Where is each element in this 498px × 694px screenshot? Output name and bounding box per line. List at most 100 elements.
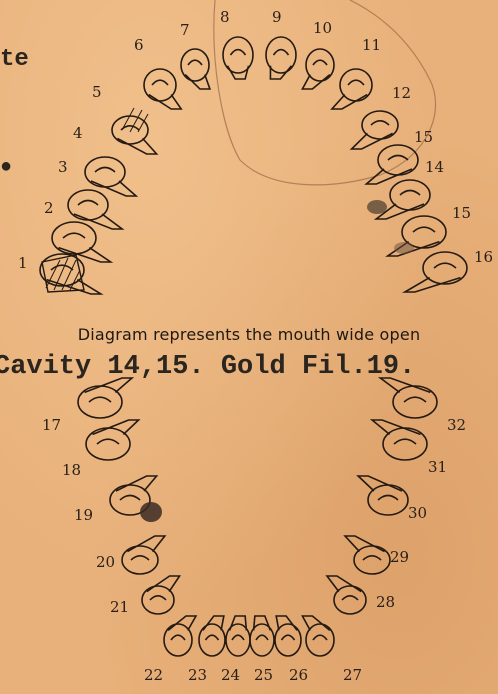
upper-tooth-14 <box>390 180 430 210</box>
upper-tooth-number-7: 7 <box>180 21 190 39</box>
lower-tooth-number-1: 17 <box>42 416 61 434</box>
lower-tooth-number-9: 25 <box>254 666 273 684</box>
upper-tooth-2 <box>52 222 96 254</box>
upper-tooth-side-7 <box>185 75 210 89</box>
lower-tooth-cusp-9 <box>256 635 268 640</box>
lower-tooth-side-4 <box>127 536 164 552</box>
lower-tooth-cusp-12 <box>342 596 358 600</box>
upper-tooth-number-6: 6 <box>134 36 144 54</box>
lower-tooth-16 <box>393 386 437 418</box>
upper-tooth-cusp-4 <box>95 168 115 173</box>
lower-tooth-cusp-15 <box>394 439 416 444</box>
upper-tooth-side-11 <box>332 95 367 109</box>
upper-tooth-6 <box>144 69 176 101</box>
upper-tooth-13 <box>378 145 418 175</box>
upper-tooth-number-13: 15 <box>414 128 433 146</box>
upper-tooth-side-4 <box>91 181 136 196</box>
upper-tooth-number-2: 2 <box>44 199 54 217</box>
lower-tooth-cusp-10 <box>282 635 295 640</box>
upper-tooth-number-4: 4 <box>73 124 83 142</box>
upper-tooth-cusp-11 <box>348 80 364 85</box>
lower-tooth-cusp-13 <box>363 556 381 560</box>
upper-tooth-cusp-3 <box>78 201 98 206</box>
upper-tooth-cusp-14 <box>400 191 420 196</box>
lower-tooth-number-10: 26 <box>289 666 308 684</box>
cavity-mark-15 <box>394 242 414 254</box>
upper-tooth-number-15: 15 <box>452 204 471 222</box>
upper-tooth-number-14: 14 <box>425 158 444 176</box>
lower-tooth-side-3 <box>116 476 157 491</box>
upper-tooth-cusp-1 <box>51 265 73 270</box>
lower-tooth-number-15: 31 <box>428 458 447 476</box>
lower-tooth-side-11 <box>302 616 329 630</box>
upper-tooth-cusp-16 <box>434 263 456 268</box>
upper-arch <box>40 37 467 294</box>
upper-tooth-cusp-10 <box>313 60 327 65</box>
upper-tooth-16 <box>423 252 467 284</box>
upper-tooth-number-5: 5 <box>92 83 102 101</box>
upper-tooth-3 <box>68 190 108 220</box>
lower-tooth-side-7 <box>203 616 224 630</box>
lower-tooth-cusp-1 <box>89 397 111 402</box>
upper-tooth-side-6 <box>149 95 181 109</box>
typed-cavity-note: Cavity 14,15. Gold Fil.19. <box>0 352 415 382</box>
lower-tooth-number-16: 32 <box>447 416 466 434</box>
lower-tooth-number-7: 23 <box>188 666 207 684</box>
lower-tooth-number-3: 19 <box>74 506 93 524</box>
upper-tooth-number-16: 16 <box>474 248 493 266</box>
upper-tooth-number-12: 12 <box>392 84 411 102</box>
lower-tooth-cusp-3 <box>120 496 140 501</box>
lower-tooth-2 <box>86 428 130 460</box>
upper-tooth-4 <box>85 157 125 187</box>
upper-tooth-side-10 <box>302 75 329 89</box>
lower-tooth-cusp-8 <box>232 635 244 640</box>
gold-filling-mark-19 <box>140 502 162 522</box>
lower-tooth-number-4: 20 <box>96 553 115 571</box>
lower-tooth-side-12 <box>327 576 361 592</box>
lower-tooth-14 <box>368 485 408 515</box>
upper-tooth-number-8: 8 <box>220 8 230 26</box>
upper-tooth-side-3 <box>74 214 122 229</box>
lower-tooth-15 <box>383 428 427 460</box>
upper-tooth-number-3: 3 <box>58 158 68 176</box>
lower-tooth-number-14: 30 <box>408 504 427 522</box>
lower-tooth-12 <box>334 586 366 614</box>
upper-tooth-number-1: 1 <box>18 254 28 272</box>
lower-tooth-number-8: 24 <box>221 666 240 684</box>
lower-tooth-4 <box>122 546 158 574</box>
lower-tooth-cusp-11 <box>313 635 327 640</box>
lower-tooth-cusp-6 <box>171 635 185 640</box>
lower-tooth-1 <box>78 386 122 418</box>
upper-tooth-11 <box>340 69 372 101</box>
lower-tooth-cusp-14 <box>378 496 398 501</box>
lower-tooth-side-10 <box>276 616 297 630</box>
upper-tooth-cusp-2 <box>63 233 85 238</box>
lower-tooth-side-14 <box>358 476 402 491</box>
lower-tooth-side-15 <box>372 420 420 434</box>
lower-tooth-number-12: 28 <box>376 593 395 611</box>
lower-tooth-side-13 <box>345 536 385 552</box>
lower-tooth-number-5: 21 <box>110 598 129 616</box>
hatching-5 <box>122 108 148 132</box>
diagram-caption: Diagram represents the mouth wide open <box>0 325 498 344</box>
lower-tooth-cusp-7 <box>206 635 219 640</box>
lower-tooth-cusp-5 <box>150 596 166 600</box>
upper-tooth-side-16 <box>405 278 461 292</box>
upper-tooth-cusp-15 <box>413 227 435 232</box>
upper-tooth-cusp-12 <box>371 121 389 125</box>
upper-tooth-cusp-8 <box>231 50 246 55</box>
lower-tooth-cusp-16 <box>404 397 426 402</box>
lower-tooth-cusp-2 <box>97 439 119 444</box>
lower-tooth-13 <box>354 546 390 574</box>
upper-tooth-cusp-9 <box>274 50 289 55</box>
upper-tooth-side-5 <box>117 138 156 154</box>
upper-tooth-5 <box>112 116 148 144</box>
upper-tooth-side-12 <box>352 133 393 149</box>
lower-tooth-number-2: 18 <box>62 461 81 479</box>
lower-tooth-number-6: 22 <box>144 666 163 684</box>
upper-tooth-cusp-6 <box>152 80 168 85</box>
upper-tooth-number-9: 9 <box>272 8 282 26</box>
lower-tooth-number-13: 29 <box>390 548 409 566</box>
lower-tooth-number-11: 27 <box>343 666 362 684</box>
